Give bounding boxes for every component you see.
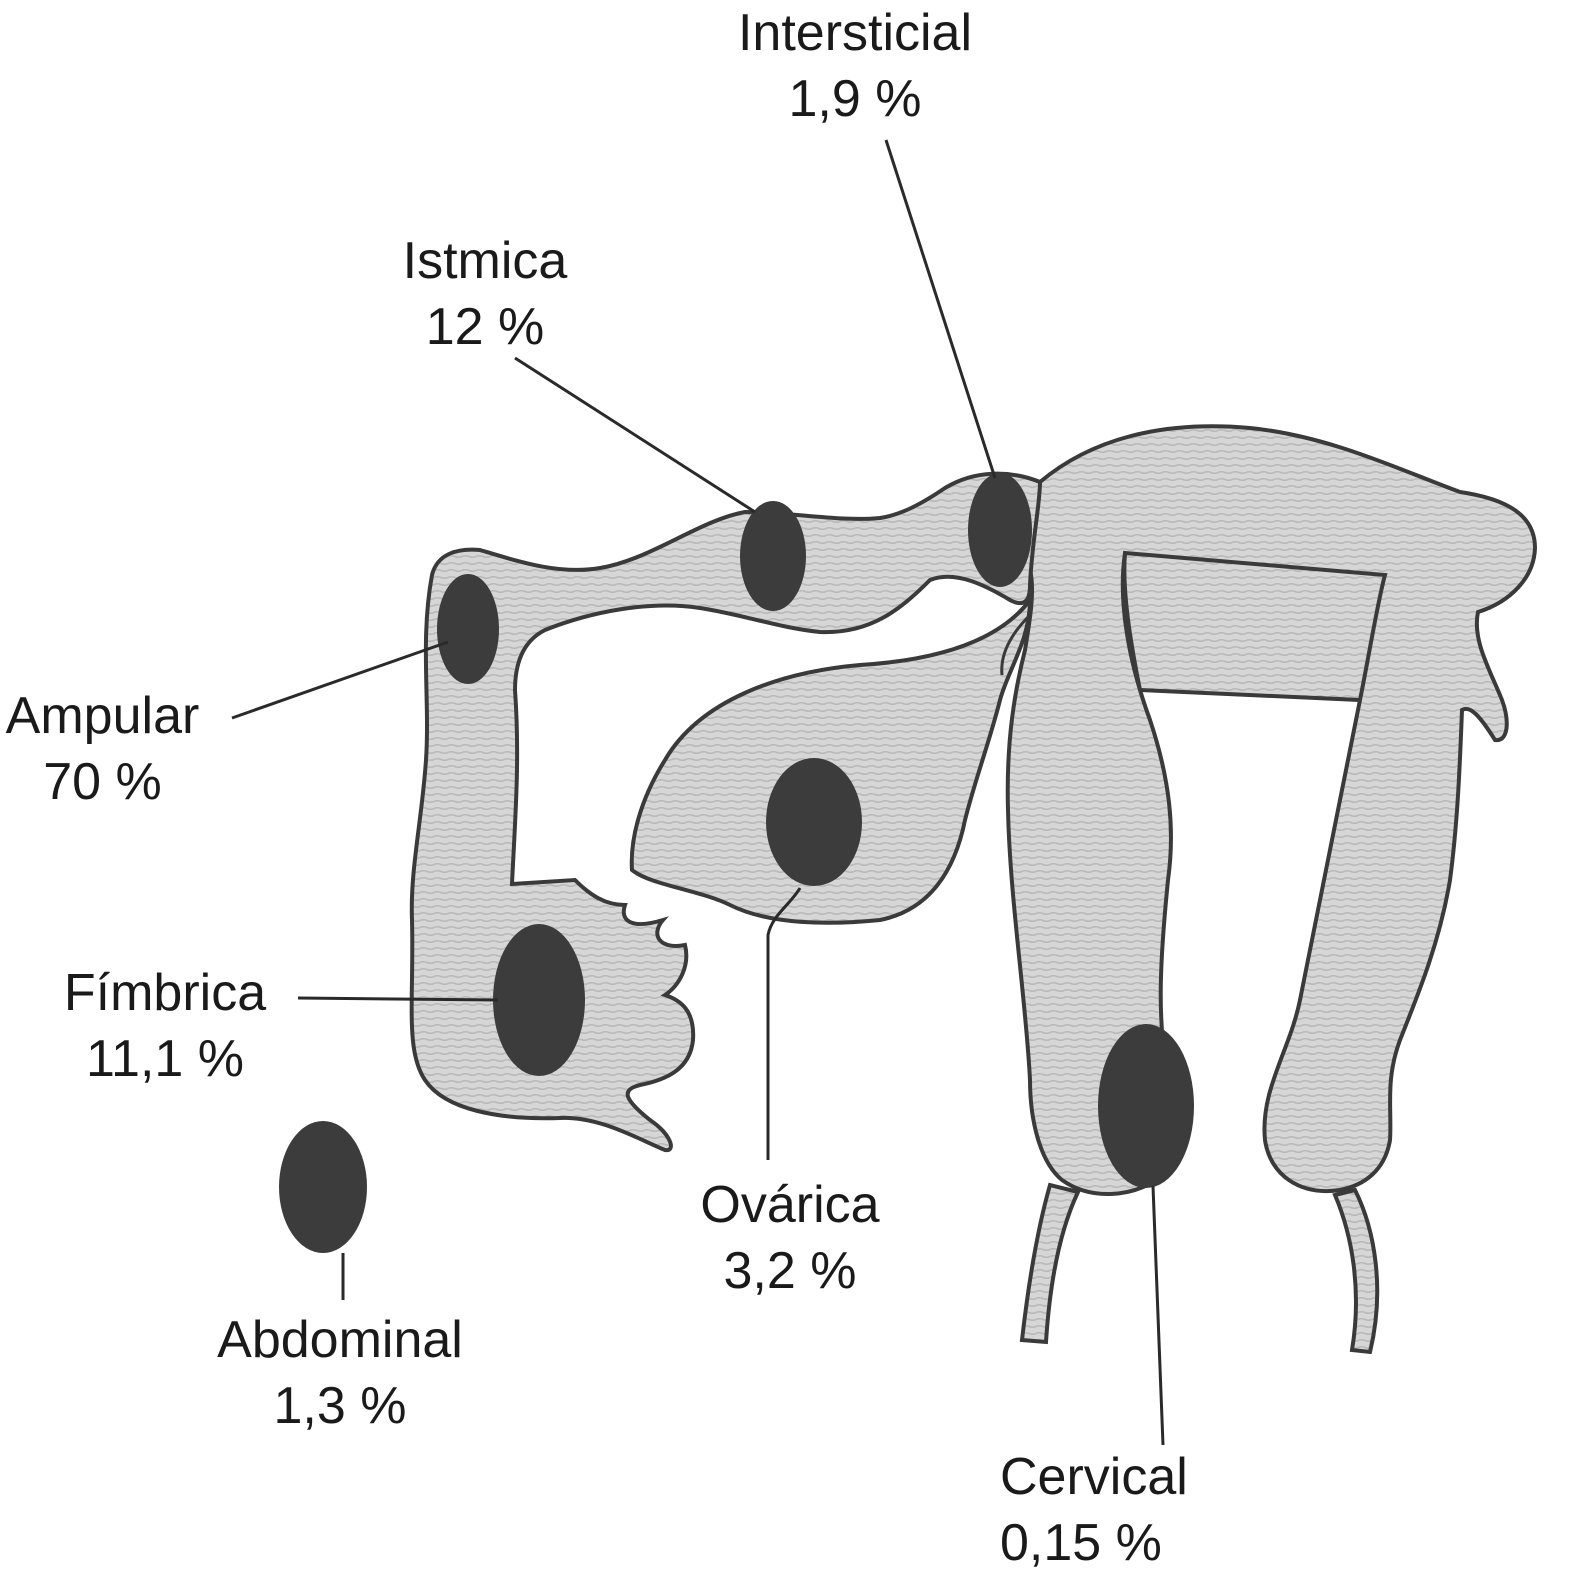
- label-ampular-pct: 70 %: [0, 749, 205, 815]
- leader-fimbrica: [298, 998, 498, 1000]
- implant-ovarica: [766, 758, 862, 886]
- label-intersticial-pct: 1,9 %: [700, 66, 1010, 132]
- leader-intersticial: [886, 140, 995, 478]
- implant-ampular: [437, 574, 499, 684]
- label-cervical-pct: 0,15 %: [1000, 1510, 1230, 1576]
- implant-cervical: [1098, 1024, 1194, 1188]
- uterus: [1008, 426, 1535, 1194]
- label-fimbrica-pct: 11,1 %: [40, 1026, 290, 1092]
- implant-istmica: [740, 501, 806, 611]
- leader-ampular: [232, 642, 448, 718]
- leader-ovarica: [768, 888, 800, 1160]
- label-abdominal-pct: 1,3 %: [200, 1373, 480, 1439]
- leader-cervical: [1153, 1186, 1163, 1445]
- label-ovarica-pct: 3,2 %: [680, 1238, 900, 1304]
- label-abdominal-name: Abdominal: [200, 1307, 480, 1373]
- label-cervical: Cervical 0,15 %: [1000, 1444, 1230, 1576]
- label-ovarica: Ovárica 3,2 %: [680, 1172, 900, 1304]
- label-ampular-name: Ampular: [0, 683, 205, 749]
- implant-abdominal: [279, 1121, 367, 1253]
- label-fimbrica-name: Fímbrica: [40, 960, 290, 1026]
- leader-istmica: [515, 358, 755, 512]
- left-ligament: [1022, 1185, 1078, 1342]
- right-ligament: [1335, 1190, 1377, 1352]
- implant-intersticial: [968, 473, 1032, 587]
- label-ovarica-name: Ovárica: [680, 1172, 900, 1238]
- label-intersticial-name: Intersticial: [700, 0, 1010, 66]
- label-intersticial: Intersticial 1,9 %: [700, 0, 1010, 132]
- label-cervical-name: Cervical: [1000, 1444, 1230, 1510]
- label-ampular: Ampular 70 %: [0, 683, 205, 815]
- label-istmica-name: Istmica: [370, 228, 600, 294]
- label-istmica: Istmica 12 %: [370, 228, 600, 360]
- label-abdominal: Abdominal 1,3 %: [200, 1307, 480, 1439]
- label-istmica-pct: 12 %: [370, 294, 600, 360]
- label-fimbrica: Fímbrica 11,1 %: [40, 960, 290, 1092]
- implant-fimbrica: [493, 924, 585, 1076]
